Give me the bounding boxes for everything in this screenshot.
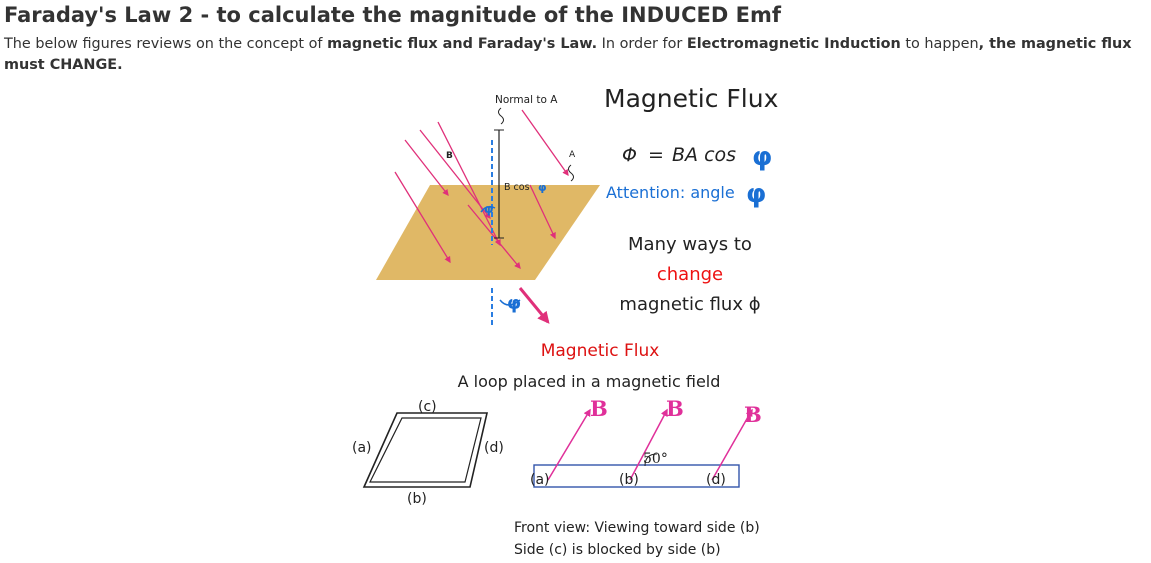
ways-line-2: change <box>657 264 723 285</box>
front-label-a: (a) <box>530 472 550 488</box>
field-arrow-large <box>518 287 550 324</box>
normal-label: Normal to A <box>495 94 558 106</box>
angle-arc <box>480 205 496 213</box>
field-b-label-2: B <box>666 396 684 421</box>
a-label: A <box>569 150 576 160</box>
angle-50-label: 50° <box>643 451 668 467</box>
intro-text-1: The below figures reviews on the concept… <box>4 36 328 52</box>
angle-50-arc <box>644 453 658 467</box>
front-view <box>533 408 753 488</box>
field-b-label-1: B <box>590 396 608 421</box>
formula-eq: = <box>648 144 664 166</box>
intro-bold-flux-faraday: magnetic flux and Faraday's Law. <box>327 36 598 52</box>
squiggle-a <box>568 164 574 182</box>
magnetic-flux-heading: Magnetic Flux <box>604 84 778 113</box>
angle-arc-lower <box>499 299 521 306</box>
label-a: (a) <box>352 440 372 456</box>
bottom-heading: Magnetic Flux <box>541 341 660 361</box>
intro-bold-em-induction: Electromagnetic Induction <box>686 36 901 52</box>
field-b-arrow <box>629 408 668 481</box>
b-label: B <box>446 151 453 161</box>
field-arrow <box>467 204 521 270</box>
bcos-label: B cos <box>504 182 530 193</box>
field-b-label-3: B <box>744 402 762 427</box>
field-b-arrow <box>547 408 591 481</box>
field-arrow <box>394 171 451 264</box>
field-arrow <box>437 121 501 247</box>
flux-formula: Φ = BA cos φ <box>622 142 772 172</box>
label-b: (b) <box>407 491 427 507</box>
label-d: (d) <box>484 440 504 456</box>
formula-rhs: BA cos <box>672 144 736 166</box>
phi-on-plate: φ <box>484 202 493 216</box>
formula-phi: φ <box>752 142 772 172</box>
caption-line-2: Side (c) is blocked by side (b) <box>514 542 721 558</box>
loop-perspective <box>362 412 489 488</box>
caption-line-1: Front view: Viewing toward side (b) <box>514 520 760 536</box>
intro-bold-must-change: , the magnetic flux must CHANGE. <box>4 36 1132 73</box>
bcos-phi: φ <box>538 181 547 194</box>
intro-text-2: In order for <box>597 36 687 52</box>
front-label-b: (b) <box>619 472 639 488</box>
field-arrow <box>529 184 556 240</box>
ways-line-1: Many ways to <box>628 234 752 255</box>
ways-line-3: magnetic flux ϕ <box>619 294 760 315</box>
phi-lower: φ <box>507 293 521 314</box>
page-title: Faraday's Law 2 - to calculate the magni… <box>4 3 781 27</box>
formula-lhs: Φ <box>622 144 637 166</box>
bottom-subheading: A loop placed in a magnetic field <box>458 372 721 391</box>
flux-diagram: φ φ Normal to A B A B cos φ <box>376 94 600 326</box>
intro-text-3: to happen <box>900 36 979 52</box>
attention-text: Attention: angle <box>606 183 735 202</box>
field-arrow <box>404 139 449 197</box>
label-c: (c) <box>418 399 437 415</box>
field-arrow <box>521 109 569 177</box>
front-label-d: (d) <box>706 472 726 488</box>
attention-phi: φ <box>746 179 766 209</box>
field-b-arrow <box>711 408 753 481</box>
intro-paragraph: The below figures reviews on the concept… <box>4 34 1144 76</box>
squiggle-normal <box>498 107 504 125</box>
area-plate <box>376 185 600 280</box>
